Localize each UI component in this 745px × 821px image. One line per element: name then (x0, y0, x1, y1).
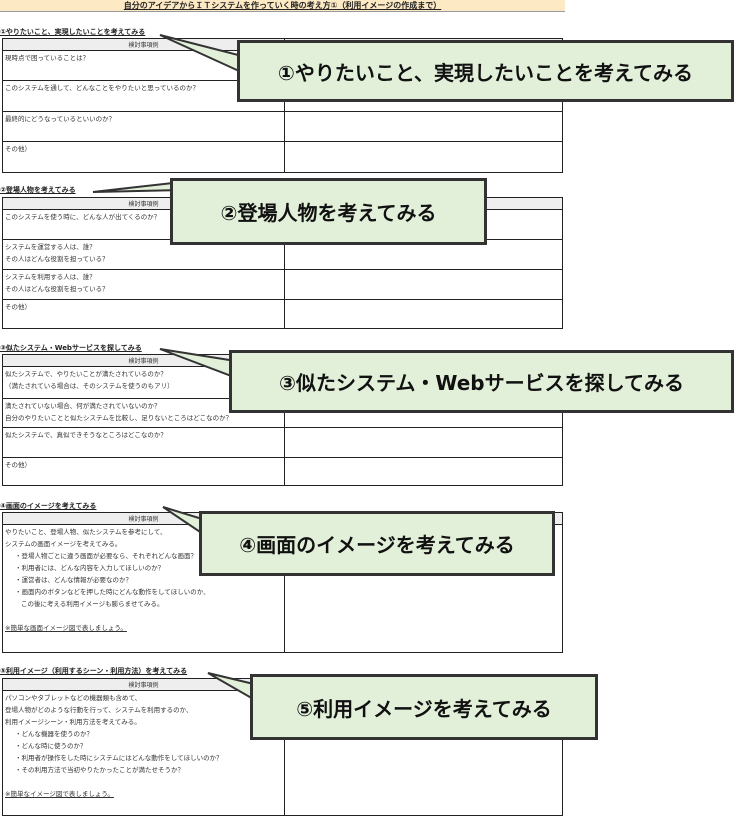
section-heading-5: ⑤利用イメージ（利用するシーン・利用方法）を考えてみる (0, 667, 188, 675)
table-cell: その他） (2, 141, 285, 173)
callout-4: ④画面のイメージを考えてみる (199, 511, 555, 576)
callout-pointer-2 (92, 180, 183, 193)
answer-cell[interactable] (284, 141, 563, 173)
table-cell: 最終的にどうなっているといいのか？ (2, 111, 285, 142)
sheet-title: 自分のアイデアからＩＴシステムを作っていく時の考え方①（利用イメージの作成まで） (123, 1, 442, 10)
answer-cell[interactable] (284, 299, 563, 329)
section-heading-2: ②登場人物を考えてみる (0, 186, 76, 194)
section-heading-3: ③似たシステム・Webサービスを探してみる (0, 344, 142, 352)
callout-3: ③似たシステム・Webサービスを探してみる (229, 350, 734, 413)
callout-2: ②登場人物を考えてみる (170, 178, 487, 245)
answer-cell[interactable] (284, 457, 563, 486)
section-heading-4: ④画面のイメージを考えてみる (0, 502, 97, 510)
sheet-title-bar: 自分のアイデアからＩＴシステムを作っていく時の考え方①（利用イメージの作成まで） (0, 0, 565, 12)
section-heading-1: ①やりたいこと、実現したいことを考えてみる (0, 28, 146, 36)
table-cell: その他） (2, 299, 285, 329)
table-cell: パソコンやタブレットなどの機器類も含めて、登場人物がどのような行動を行って、シス… (2, 690, 285, 816)
answer-cell[interactable] (284, 111, 563, 142)
table-header: 検討事項例 (2, 38, 285, 51)
answer-cell[interactable] (284, 269, 563, 300)
callout-5: ⑤利用イメージを考えてみる (250, 674, 598, 740)
callout-1: ①やりたいこと、実現したいことを考えてみる (237, 40, 734, 102)
table-cell: システムを利用する人は、誰？その人はどんな役割を担っている？ (2, 269, 285, 300)
